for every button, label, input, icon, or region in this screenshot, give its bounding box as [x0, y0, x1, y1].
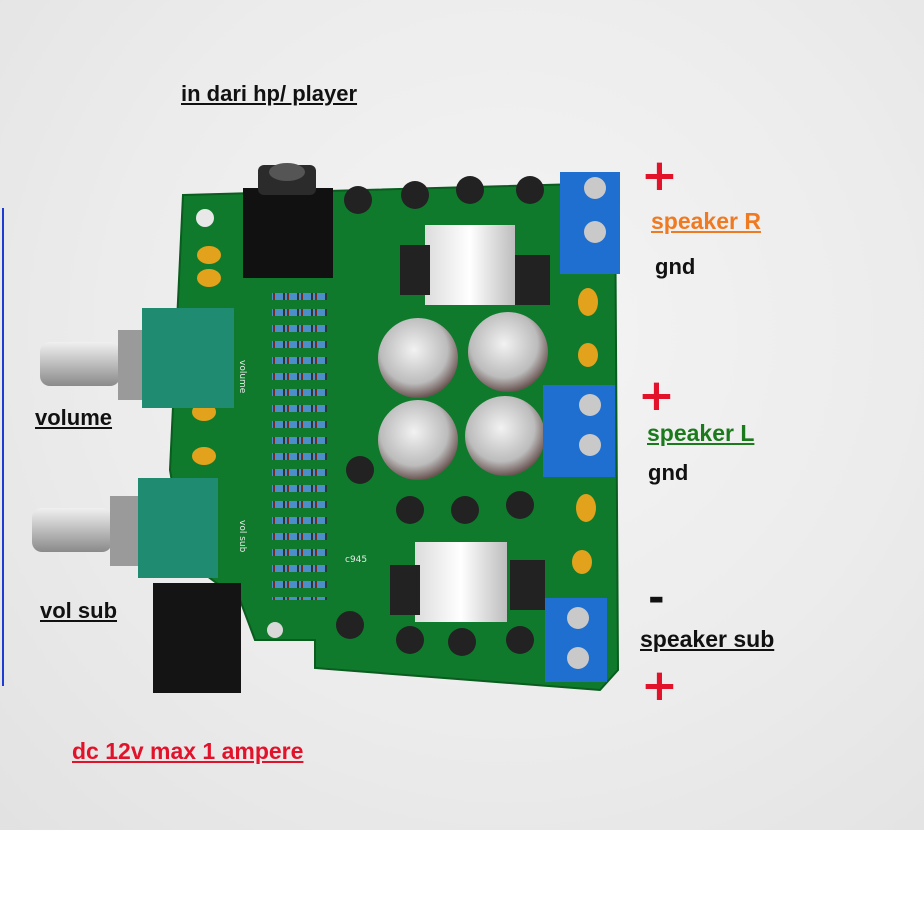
label-vol-sub: vol sub: [40, 598, 118, 623]
plus-sign-speaker-sub: +: [641, 660, 678, 711]
resistor-array: [272, 290, 327, 600]
label-volume: volume: [35, 405, 113, 430]
audio-jack: [243, 188, 333, 278]
silk-vol-sub: vol sub: [237, 520, 247, 553]
electrolytic-capacitors: [378, 312, 548, 480]
vol-sub-potentiometer: [32, 478, 218, 578]
terminal-block-speaker-l: [543, 385, 615, 477]
plus-sign-speaker-l: +: [638, 370, 675, 421]
silk-volume: volume: [237, 360, 247, 394]
volume-potentiometer: [40, 308, 234, 408]
label-gnd-r: gnd: [655, 254, 696, 279]
label-input: in dari hp/ player: [181, 81, 358, 106]
bottom-blank-area: [0, 830, 924, 924]
minus-sign-speaker-sub: -: [648, 575, 665, 621]
heatsink-top: [425, 225, 515, 305]
blue-edge-line: [2, 208, 4, 686]
ceramic-capacitors-right: [572, 288, 598, 574]
small-capacitors: [336, 176, 544, 656]
mounting-hole: [267, 622, 283, 638]
plus-sign-speaker-r: +: [641, 150, 678, 201]
terminal-block-speaker-sub: [545, 598, 607, 682]
dc-power-jack: [153, 583, 241, 693]
label-gnd-l: gnd: [648, 460, 689, 485]
label-speaker-l: speaker L: [647, 420, 755, 446]
silk-chip: c945: [345, 555, 367, 565]
label-speaker-sub: speaker sub: [640, 626, 775, 652]
label-power: dc 12v max 1 ampere: [72, 738, 304, 764]
mounting-hole: [196, 209, 214, 227]
terminal-block-speaker-r: [560, 172, 620, 274]
heatsink-bottom: [415, 542, 507, 622]
label-speaker-r: speaker R: [651, 208, 761, 234]
